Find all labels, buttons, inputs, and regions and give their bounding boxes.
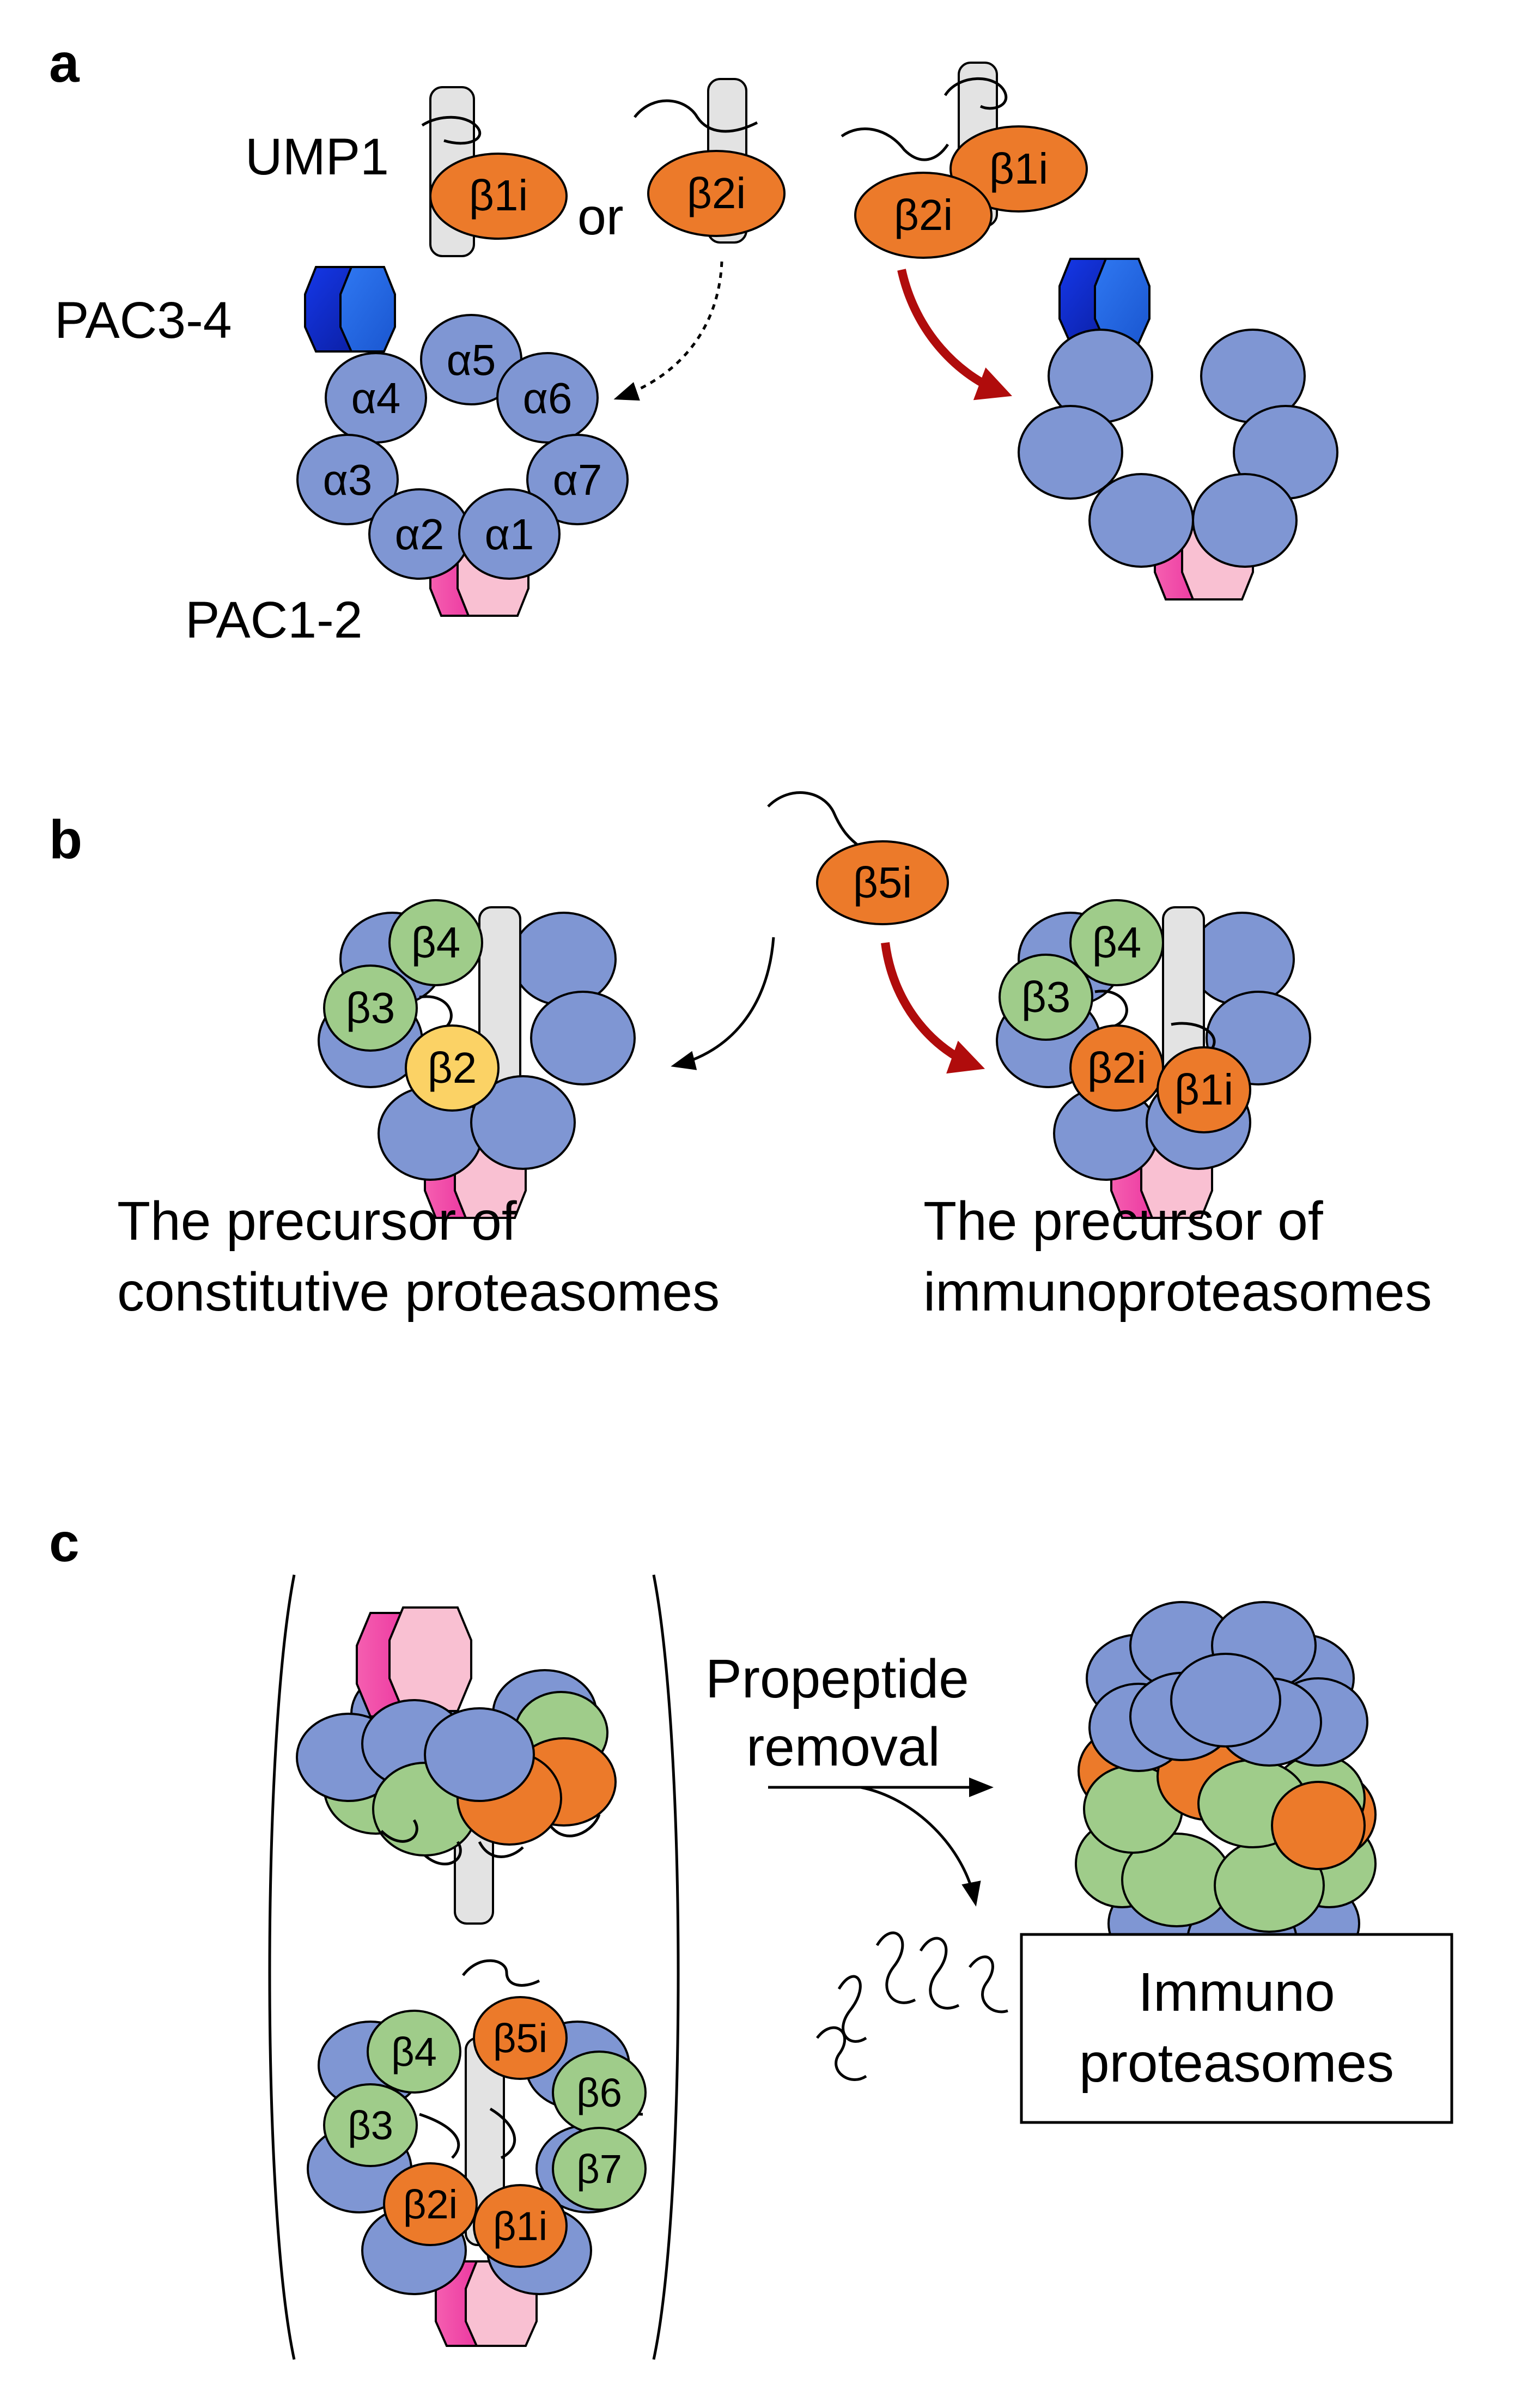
propeptide-wire	[944, 77, 1008, 110]
svg-text:β1i: β1i	[493, 2204, 547, 2249]
subunit-b2i	[647, 150, 786, 237]
svg-text:β4: β4	[1092, 918, 1142, 967]
svg-text:α3: α3	[323, 456, 373, 504]
ump1-label: UMP1	[245, 128, 389, 186]
alpha-ring-right	[1018, 258, 1338, 600]
constitutive-precursor: β4 β3 β2	[318, 899, 636, 1219]
released-arrow	[860, 1786, 981, 1907]
panel-a: a UMP1 β1i or β2i β1i β2i	[49, 33, 1338, 649]
immuno-box-line2: proteasomes	[1079, 2033, 1394, 2094]
panel-b-label: b	[49, 809, 82, 870]
subunit-b2i-label: β2i	[894, 191, 953, 239]
subunit-b1i	[949, 125, 1088, 213]
subunit-b4	[1069, 899, 1164, 986]
subunit-b4	[367, 2010, 461, 2094]
subunit-b5i	[473, 1996, 568, 2080]
propeptide-wire	[634, 99, 758, 133]
propeptide-label-line2: removal	[746, 1716, 940, 1778]
subunit-b1i	[429, 153, 568, 240]
b2i-b1i-complex: β1i β2i	[841, 62, 1088, 259]
svg-text:β4: β4	[411, 918, 461, 967]
right-bracket	[652, 1574, 680, 2360]
subunit-b7	[552, 2127, 647, 2211]
immuno-precursor: β4 β3 β2i β1i	[996, 899, 1311, 1219]
ump1-b2i-complex: β2i	[634, 78, 786, 244]
subunit-b1i	[473, 2184, 568, 2268]
precursor-side-view	[296, 1606, 617, 1925]
immunoproteasome-box	[1020, 1933, 1453, 2124]
subunit-b2	[405, 1024, 500, 1112]
ump1-b1i-complex: β1i	[421, 86, 568, 257]
or-label: or	[577, 188, 623, 246]
constitutive-caption-line1: The precursor of	[117, 1191, 517, 1252]
svg-text:α4: α4	[351, 374, 401, 422]
constitutive-caption-line2: constitutive proteasomes	[117, 1261, 720, 1323]
subunit-b1i	[1156, 1046, 1251, 1133]
subunit-alpha3	[296, 434, 399, 525]
subunit-b1i-label: β1i	[469, 171, 528, 220]
svg-text:β2i: β2i	[403, 2182, 458, 2227]
subunit-b5i	[816, 840, 949, 925]
svg-text:α5: α5	[447, 336, 496, 384]
svg-text:β2i: β2i	[1087, 1044, 1146, 1092]
subunit-b1i-label: β1i	[989, 144, 1048, 193]
panel-c: c	[49, 1512, 1453, 2360]
panel-c-label: c	[49, 1512, 80, 1573]
pac34-chaperone	[304, 266, 396, 353]
svg-text:β7: β7	[576, 2146, 622, 2192]
red-arrow	[881, 942, 985, 1074]
panel-a-label: a	[49, 33, 80, 94]
svg-text:α2: α2	[395, 510, 445, 559]
subunit-b2i	[854, 172, 993, 259]
svg-text:α1: α1	[485, 510, 534, 559]
dotted-arrow	[613, 261, 723, 401]
left-bracket	[268, 1574, 296, 2360]
panel-b: b β5i β4 β3 β2 The precursor of cons	[49, 791, 1432, 1323]
svg-text:β1i: β1i	[1174, 1065, 1233, 1114]
subunit-b2i-label: β2i	[687, 169, 746, 217]
svg-text:β5i: β5i	[853, 858, 912, 907]
alpha-ring: α5 α4 α6 α3 α7 α2 α1	[296, 314, 629, 617]
released-propeptides	[816, 1931, 1008, 2081]
pac12-label: PAC1-2	[185, 591, 363, 649]
immuno-caption-line2: immunoproteasomes	[923, 1261, 1432, 1323]
red-arrow	[897, 269, 1012, 401]
pac34-label: PAC3-4	[54, 292, 232, 349]
svg-text:α6: α6	[523, 374, 573, 422]
subunit-b2i	[383, 2162, 478, 2246]
immuno-box-line1: Immuno	[1138, 1962, 1335, 2023]
subunit-alpha7	[526, 434, 629, 525]
subunit-b3	[999, 954, 1093, 1041]
subunit-b3	[323, 2083, 418, 2167]
propeptide-wire	[767, 791, 862, 848]
precursor-top-view: β4 β5i β6 β3 β7 β2i β1i	[307, 1959, 647, 2347]
svg-text:β6: β6	[576, 2070, 622, 2115]
svg-text:β4: β4	[391, 2029, 437, 2074]
svg-text:β3: β3	[348, 2103, 393, 2148]
subunit-b4	[388, 899, 483, 986]
subunit-b3	[323, 965, 418, 1052]
propeptide-wire	[421, 116, 482, 145]
svg-text:β3: β3	[1021, 973, 1071, 1021]
propeptide-wire	[841, 127, 949, 161]
black-arrow	[671, 937, 775, 1070]
svg-text:β2: β2	[428, 1044, 477, 1092]
svg-text:α7: α7	[553, 456, 602, 504]
svg-text:β3: β3	[346, 984, 395, 1032]
immuno-caption-line1: The precursor of	[923, 1191, 1323, 1252]
svg-text:β5i: β5i	[493, 2016, 547, 2061]
propeptide-label-line1: Propeptide	[705, 1648, 969, 1709]
subunit-alpha1	[458, 488, 561, 580]
mature-immunoproteasome	[1075, 1601, 1377, 1985]
